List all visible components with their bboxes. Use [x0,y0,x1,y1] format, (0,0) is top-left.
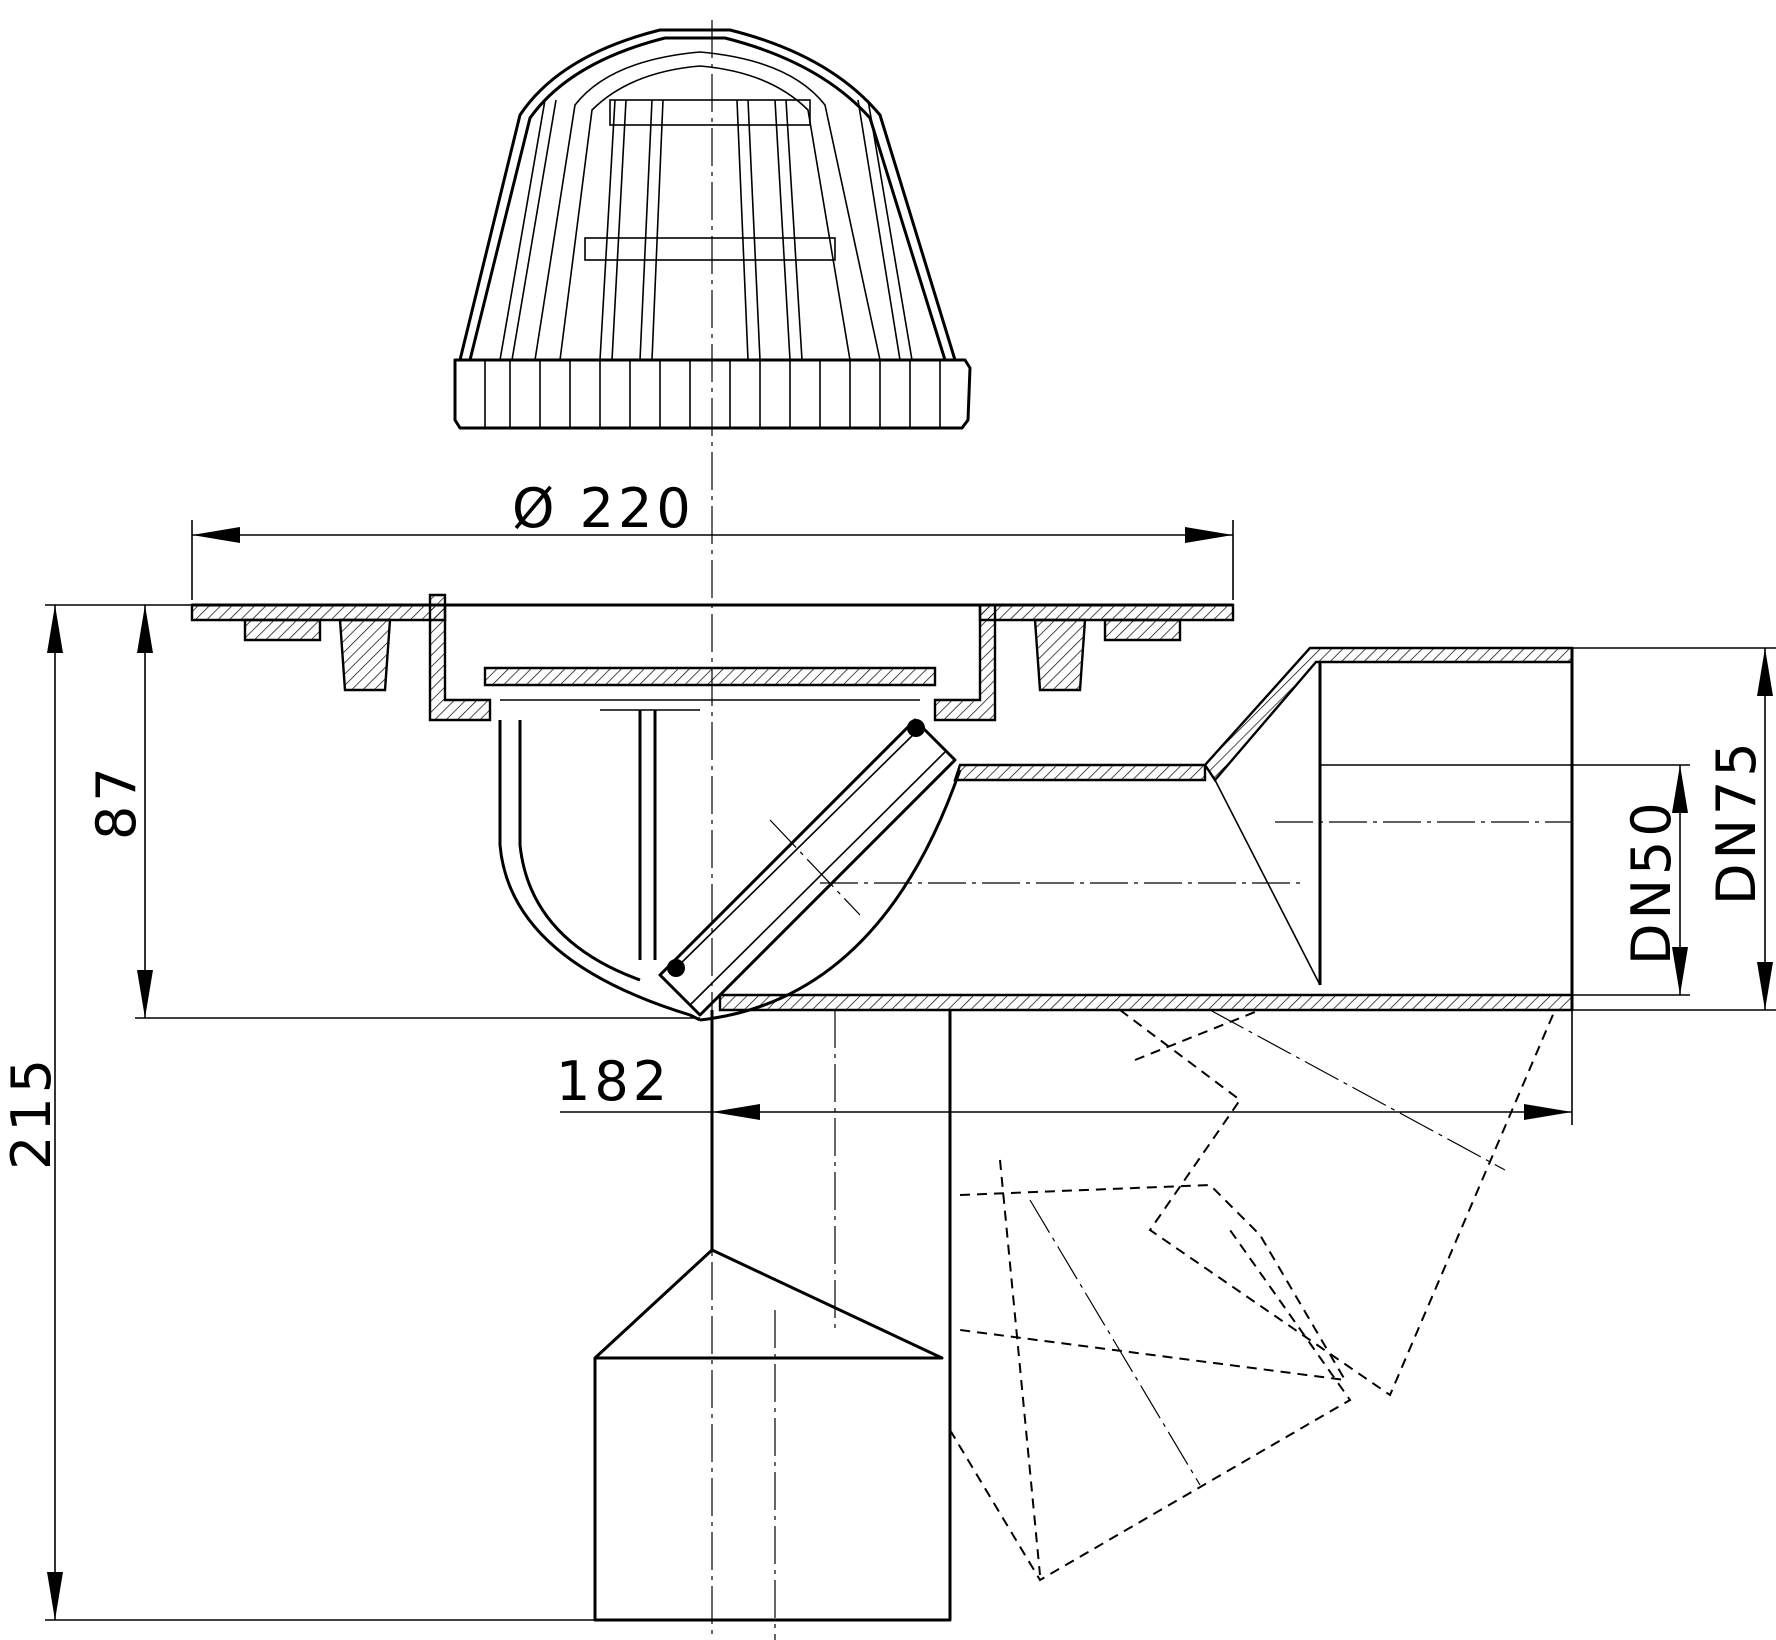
dn50-label: DN50 [1620,798,1683,965]
height-upper-label: 87 [85,763,148,840]
leaf-guard-basket [453,28,972,430]
dimension-offset: 182 [556,1010,1573,1125]
alternative-outlet-positions [949,1009,1556,1582]
height-total-label: 215 [0,1055,63,1170]
dimension-height-upper: 87 [85,604,700,1019]
seal-ring-top [907,719,925,737]
dimension-diameter: Ø 220 [191,477,1234,600]
horizontal-outlet [718,646,1574,1012]
offset-label: 182 [556,1050,671,1113]
vertical-outlet [593,1010,952,1640]
diagonal-connector [658,718,957,1017]
seal-ring-bottom [667,959,685,977]
dimension-dn50: DN50 [1320,764,1690,996]
dn75-label: DN75 [1705,738,1768,905]
diameter-label: Ø 220 [512,477,695,540]
dimension-height-total: 215 [0,604,595,1621]
dimension-dn75: DN75 [1572,647,1776,1011]
drain-body [190,593,1235,1022]
